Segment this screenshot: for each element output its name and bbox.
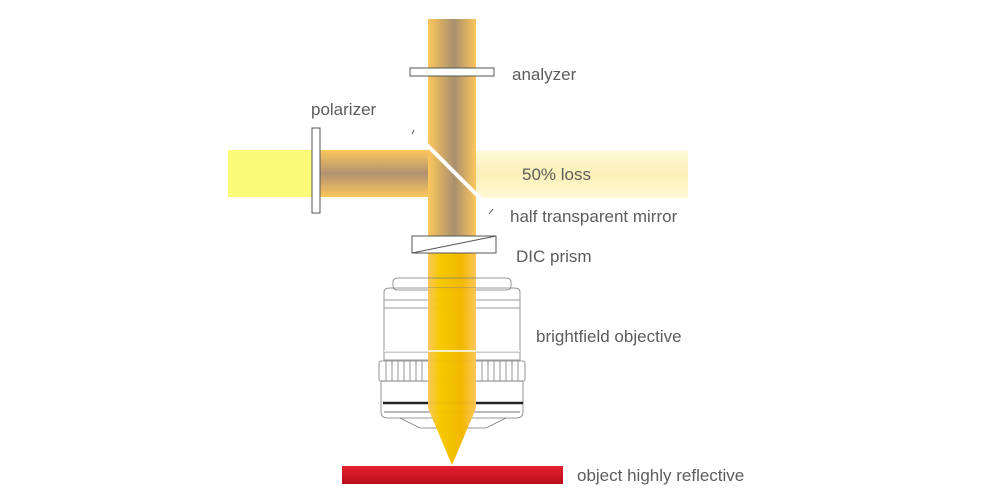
polarizer-plate [311,127,321,214]
analyzer-plate [409,67,495,77]
beam-over-objective [428,288,476,465]
upper-beam [428,19,476,251]
loss-label: 50% loss [522,165,591,184]
half-transparent-mirror [418,136,492,210]
light-source [228,150,312,197]
objective-label: brightfield objective [536,327,682,346]
polarizer-label: polarizer [311,100,377,119]
incident-beam [320,150,440,197]
mirror-label: half transparent mirror [510,207,678,226]
reflective-object [342,466,563,484]
mirror-tick-top [411,129,415,135]
mirror-tick-bottom [488,208,494,215]
object-label: object highly reflective [577,466,745,485]
dic-prism [411,235,497,254]
prism-label: DIC prism [516,247,592,266]
analyzer-label: analyzer [512,65,577,84]
loss-beam [476,151,688,198]
